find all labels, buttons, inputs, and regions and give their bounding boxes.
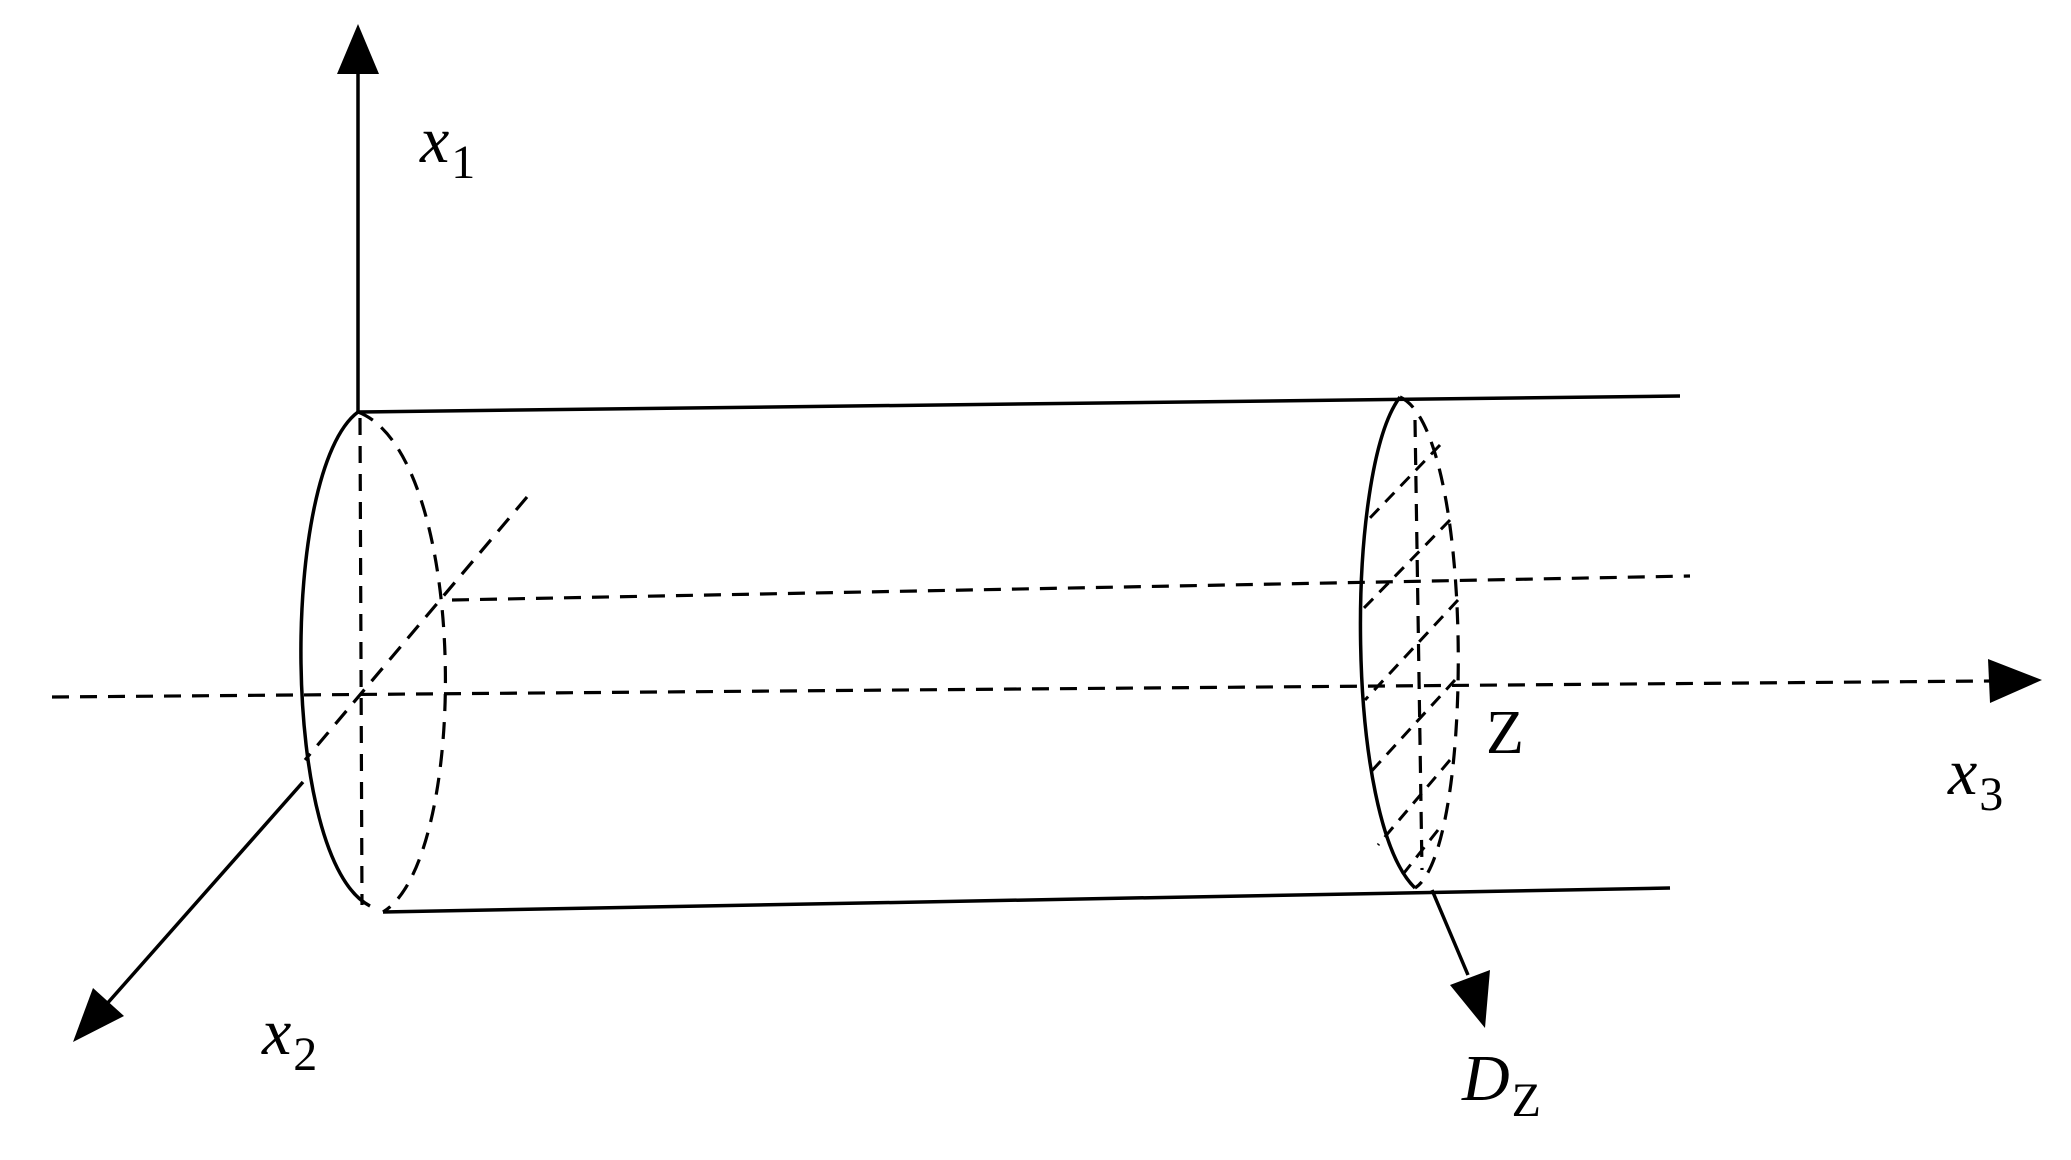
x1-label: x1 <box>420 108 475 187</box>
cylinder-body <box>299 394 1691 914</box>
x2-axis <box>73 495 529 1042</box>
dz-label: DZ <box>1462 1046 1541 1125</box>
x1-axis <box>337 24 379 412</box>
dz-label-subscript: Z <box>1511 1074 1541 1127</box>
x2-label-subscript: 2 <box>293 1028 318 1081</box>
x3-label-base: x <box>1948 736 1978 809</box>
x1-label-base: x <box>420 104 450 177</box>
x3-label-subscript: 3 <box>1979 768 2004 821</box>
dz-label-base: D <box>1462 1042 1510 1115</box>
cross-section-z <box>1358 395 1460 890</box>
x2-label: x2 <box>262 1000 317 1079</box>
x2-label-base: x <box>262 996 292 1069</box>
x3-label: x3 <box>1948 740 2003 819</box>
x3-axis <box>51 659 2042 703</box>
x1-label-subscript: 1 <box>451 136 476 189</box>
z-label: Z <box>1486 699 1524 767</box>
dz-arrow <box>1430 889 1490 1028</box>
